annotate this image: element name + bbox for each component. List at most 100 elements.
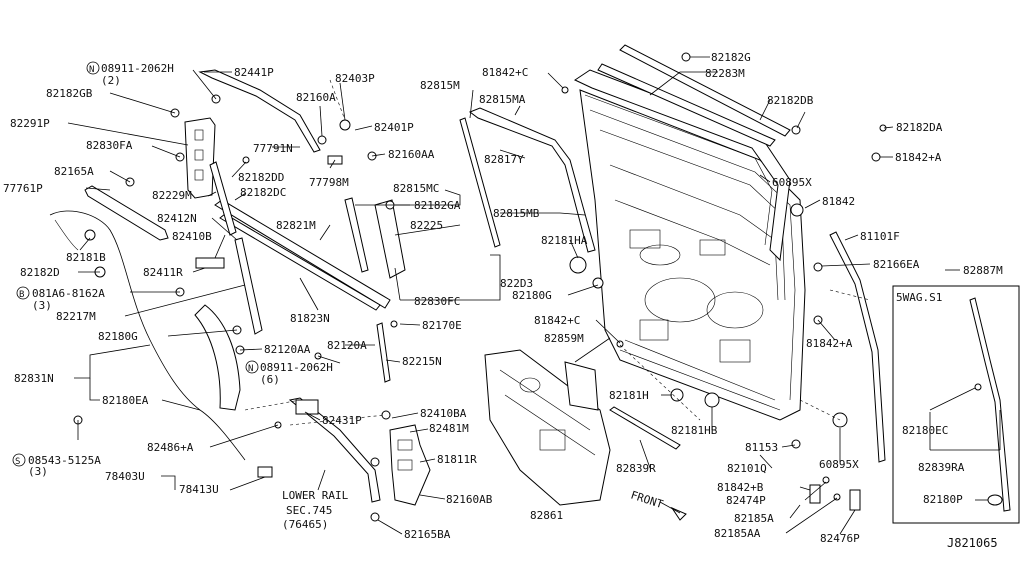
label-82474p: 82474P (726, 494, 766, 507)
upper-rail (198, 69, 321, 153)
part-labels: 08911-2062H (2) 82441P 82182GB 82291P 82… (3, 51, 1003, 550)
label-78403u: 78403U (105, 470, 145, 483)
label-82165a: 82165A (54, 165, 94, 178)
label-front: FRONT (629, 488, 665, 511)
label-82817y: 82817Y (484, 153, 524, 166)
label-82120a: 82120A (327, 339, 367, 352)
label-82160aa: 82160AA (388, 148, 435, 161)
label-82180g-mid: 82180G (512, 289, 552, 302)
label-82476p: 82476P (820, 532, 860, 545)
strip-82815mc (344, 197, 369, 273)
label-82830fa: 82830FA (86, 139, 133, 152)
seal-82180ec (969, 297, 1011, 512)
label-81842-c-top: 81842+C (482, 66, 528, 79)
label-81811r: 81811R (437, 453, 477, 466)
label-qty-6: (6) (260, 373, 280, 386)
label-82181hb: 82181HB (671, 424, 718, 437)
strip-82815ma (468, 107, 596, 253)
hinge-82474p (809, 484, 821, 504)
label-82170e: 82170E (422, 319, 462, 332)
label-82180g-left: 82180G (98, 330, 138, 343)
mark-n-2-letter: N (248, 364, 253, 374)
label-82181ha: 82181HA (541, 234, 588, 247)
label-82815mc: 82815MC (393, 182, 439, 195)
label-82431p: 82431P (322, 414, 362, 427)
label-qty-2: (2) (101, 74, 121, 87)
label-82401p: 82401P (374, 121, 414, 134)
door-panel (579, 89, 806, 421)
label-81842-a-mid: 81842+A (806, 337, 853, 350)
mark-b-letter: B (19, 290, 24, 300)
label-60895x-bot: 60895X (819, 458, 859, 471)
label-82411r: 82411R (143, 266, 183, 279)
label-78413u: 78413U (179, 483, 219, 496)
label-82180ec: 82180EC (902, 424, 948, 437)
label-82225: 82225 (410, 219, 443, 232)
label-82165ba: 82165BA (404, 528, 451, 541)
label-diagram-id: J821065 (947, 536, 998, 550)
label-81153: 81153 (745, 441, 778, 454)
label-81842-a-top: 81842+A (895, 151, 942, 164)
label-82410ba: 82410BA (420, 407, 467, 420)
label-82181h: 82181H (609, 389, 649, 402)
plug-81842 (790, 203, 804, 217)
mark-n-1 (86, 61, 100, 75)
label-82182db: 82182DB (767, 94, 814, 107)
label-76465: (76465) (282, 518, 328, 531)
label-77791n: 77791N (253, 142, 293, 155)
label-82215n: 82215N (402, 355, 442, 368)
plug-82181ha (569, 256, 587, 274)
label-82182da: 82182DA (896, 121, 943, 134)
trim-board-82861 (484, 349, 611, 506)
clip-82180p (987, 494, 1003, 506)
label-77761p: 77761P (3, 182, 43, 195)
label-82815ma: 82815MA (479, 93, 526, 106)
bar-81823n (219, 213, 381, 311)
label-82101q: 82101Q (727, 462, 767, 475)
label-82831n: 82831N (14, 372, 54, 385)
mark-b (16, 286, 30, 300)
bracket-82431p (295, 399, 319, 415)
label-82160ab: 82160AB (446, 493, 493, 506)
pillar-82412n (234, 237, 263, 335)
label-82291p: 82291P (10, 117, 50, 130)
label-82839ra: 82839RA (918, 461, 965, 474)
label-822d3: 822D3 (500, 277, 533, 290)
label-82229m: 82229M (152, 189, 192, 202)
label-qty-3b: (3) (28, 465, 48, 478)
mark-n-1-letter: N (89, 65, 94, 75)
strip-82215n (376, 322, 391, 383)
label-82815mb: 82815MB (493, 207, 540, 220)
label-82182g: 82182G (711, 51, 751, 64)
label-82182gb: 82182GB (46, 87, 93, 100)
strip-82815m (459, 117, 501, 248)
label-82821m: 82821M (276, 219, 316, 232)
bracket-82410b (195, 257, 225, 269)
mark-s (12, 453, 26, 467)
glass-82225 (374, 199, 406, 279)
label-82412n: 82412N (157, 212, 197, 225)
label-81823n: 81823N (290, 312, 330, 325)
label-81842-b: 81842+B (717, 481, 764, 494)
label-08911-2062h-b: 08911-2062H (260, 361, 333, 374)
label-82486-a: 82486+A (147, 441, 194, 454)
label-82830fc: 82830FC (414, 295, 460, 308)
leader-lines (67, 56, 1001, 535)
label-081a6-8162a: 081A6-8162A (32, 287, 105, 300)
label-81842-c-mid: 81842+C (534, 314, 580, 327)
strip-82839r (609, 406, 681, 450)
trim-82291p (184, 117, 216, 199)
label-82181b: 82181B (66, 251, 106, 264)
plug-82181h (670, 388, 684, 402)
label-82160a: 82160A (296, 91, 336, 104)
label-82283m: 82283M (705, 67, 745, 80)
bar-77761p (84, 185, 169, 241)
label-08911-2062h-a: 08911-2062H (101, 62, 174, 75)
label-82859m: 82859M (544, 332, 584, 345)
label-variant-5wag: 5WAG.S1 (896, 291, 942, 304)
label-82180p: 82180P (923, 493, 963, 506)
mark-n-2 (245, 360, 259, 374)
label-82815m: 82815M (420, 79, 460, 92)
label-82182dc: 82182DC (240, 186, 286, 199)
